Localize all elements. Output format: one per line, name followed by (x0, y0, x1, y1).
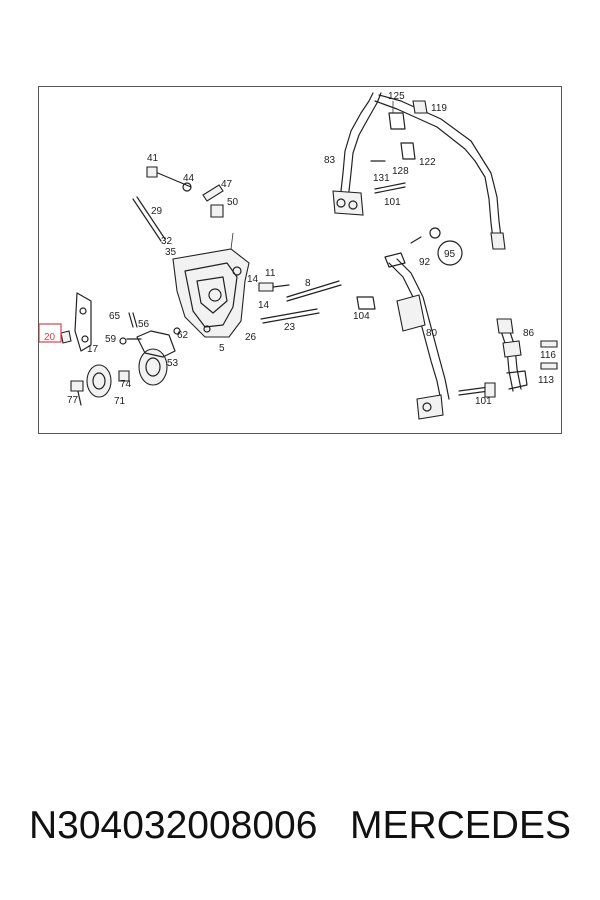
callout-label: 65 (109, 311, 121, 322)
callout-label: 86 (523, 328, 535, 339)
callout-label: 8 (305, 278, 311, 289)
callout-label: 122 (419, 157, 436, 168)
callout-label: 41 (147, 153, 159, 164)
callout-label: 50 (227, 197, 239, 208)
callout-labels: 125 119 83 122 128 131 101 41 44 47 50 2… (44, 91, 556, 407)
callout-label: 101 (475, 396, 492, 407)
callout-label: 11 (265, 268, 276, 279)
callout-label: 113 (538, 375, 554, 386)
callout-label: 47 (221, 179, 233, 190)
line-assembly-lower (356, 227, 450, 420)
callout-label: 104 (353, 311, 370, 322)
callout-label: 62 (177, 330, 189, 341)
link-plate (182, 182, 224, 218)
callout-label: 14 (258, 300, 270, 311)
callout-label: 128 (392, 166, 409, 177)
line-assembly-upper (332, 92, 506, 250)
callout-label: 29 (151, 206, 163, 217)
bracket-assembly (172, 232, 250, 338)
callout-label: 125 (388, 91, 405, 102)
bolts (70, 166, 496, 406)
callout-label: 116 (540, 350, 556, 361)
part-caption: N304032008006 MERCEDES (0, 804, 600, 848)
brand-name: MERCEDES (349, 804, 571, 847)
callout-label: 131 (373, 173, 390, 184)
mounting-plate (60, 292, 92, 352)
callout-label: 77 (67, 395, 79, 406)
parts-diagram: 125 119 83 122 128 131 101 41 44 47 50 2… (38, 86, 562, 434)
part-number: N304032008006 (28, 804, 318, 847)
callout-circle-95 (437, 240, 463, 266)
callout-label: 44 (183, 173, 195, 184)
callout-label: 71 (114, 396, 126, 407)
callout-label: 26 (245, 332, 257, 343)
callout-label: 119 (431, 103, 447, 114)
callout-label: 95 (444, 249, 456, 260)
callout-label: 59 (105, 334, 117, 345)
callout-label: 5 (219, 343, 225, 354)
caption-spacer (317, 804, 350, 847)
callout-label: 80 (426, 328, 438, 339)
callout-label: 74 (120, 379, 132, 390)
pulleys (86, 312, 181, 398)
callout-label: 23 (284, 322, 296, 333)
parts-diagram-drawing: 125 119 83 122 128 131 101 41 44 47 50 2… (39, 91, 558, 420)
callout-label: 56 (138, 319, 150, 330)
callout-label: 101 (384, 197, 401, 208)
callout-label: 53 (167, 358, 179, 369)
callout-label: 32 (161, 236, 173, 247)
callout-label: 92 (419, 257, 431, 268)
callout-label-highlighted: 20 (44, 332, 56, 343)
callout-label: 83 (324, 155, 336, 166)
line-assembly-right (496, 318, 558, 392)
callout-label: 17 (87, 344, 99, 355)
callout-label: 35 (165, 247, 177, 258)
callout-label: 14 (247, 274, 259, 285)
highlight-box (39, 323, 62, 343)
